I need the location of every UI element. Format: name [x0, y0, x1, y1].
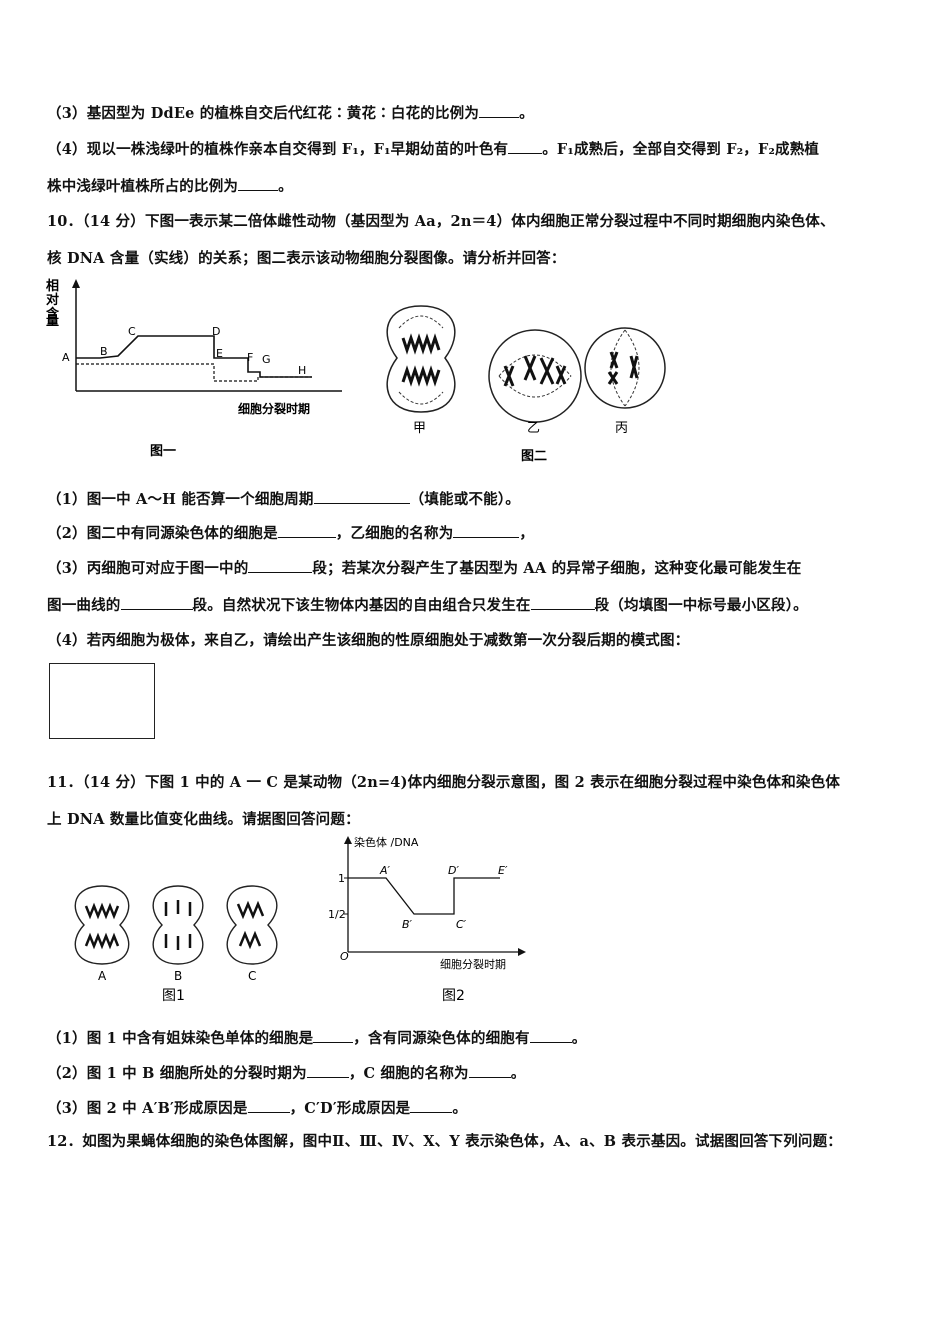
y-tick-1: 1	[338, 872, 345, 885]
q9-part4-cont: 株中浅绿叶植株所占的比例为。	[47, 177, 293, 195]
q9-part4: （4）现以一株浅绿叶的植株作亲本自交得到 F₁，F₁早期幼苗的叶色有。F₁成熟后…	[47, 140, 820, 158]
answer-blank[interactable]	[529, 1029, 572, 1043]
cell-label-yi: 乙	[527, 421, 540, 436]
cell-b	[152, 885, 204, 965]
y-axis-label: 染色体 /DNA	[354, 835, 419, 849]
answer-blank[interactable]	[277, 524, 336, 538]
answer-blank[interactable]	[468, 1064, 511, 1078]
point-label-c: C	[128, 325, 136, 338]
point-label-b: B	[100, 345, 108, 358]
answer-blank[interactable]	[238, 177, 279, 191]
figure-1-caption: 图1	[162, 988, 185, 1004]
figure1-caption: 图一	[150, 444, 176, 459]
x-axis-label: 细胞分裂时期	[238, 401, 310, 416]
q10-part1: （1）图一中 A～H 能否算一个细胞周期（填能或不能）。	[47, 490, 520, 508]
answer-blank[interactable]	[313, 490, 410, 504]
q10-figure1: 相 对 含 量 A B C D E F G H 细胞分裂时期 图一	[42, 275, 362, 465]
q9-part3: （3）基因型为 DdEe 的植株自交后代红花∶黄花∶白花的比例为。	[47, 104, 534, 122]
point-label-c: C′	[456, 918, 467, 931]
q11-part1: （1）图 1 中含有姐妹染色单体的细胞是，含有同源染色体的细胞有。	[47, 1029, 587, 1047]
drawing-answer-box[interactable]	[49, 663, 155, 739]
answer-blank[interactable]	[410, 1099, 453, 1113]
cell-c	[226, 885, 278, 965]
y-axis-label-2: 对	[46, 292, 59, 308]
x-axis-label: 细胞分裂时期	[440, 958, 506, 971]
q11-part2: （2）图 1 中 B 细胞所处的分裂时期为，C 细胞的名称为。	[47, 1064, 526, 1082]
point-label-d: D′	[448, 864, 459, 877]
q10-part2: （2）图二中有同源染色体的细胞是，乙细胞的名称为，	[47, 524, 535, 542]
cell-jia	[386, 305, 456, 413]
x-axis-arrow	[518, 948, 526, 956]
q12-stem: 12．如图为果蝇体细胞的染色体图解，图中Ⅱ、Ⅲ、Ⅳ、X、Y 表示染色体，A、a、…	[47, 1133, 843, 1150]
cell-label-jia: 甲	[413, 421, 426, 436]
point-label-b: B′	[402, 918, 413, 931]
cell-label-c: C	[248, 969, 256, 983]
q10-stem-line1: 10．（14 分）下图一表示某二倍体雌性动物（基因型为 Aa，2n＝4）体内细胞…	[47, 213, 835, 230]
point-label-f: F	[247, 351, 253, 364]
point-label-a: A′	[379, 864, 391, 877]
point-label-g: G	[262, 353, 271, 366]
answer-blank[interactable]	[453, 524, 520, 538]
q10-part3: （3）丙细胞可对应于图一中的段；若某次分裂产生了基因型为 AA 的异常子细胞，这…	[47, 559, 802, 577]
cell-label-a: A	[98, 969, 107, 983]
answer-blank[interactable]	[248, 559, 313, 573]
y-axis-arrow	[344, 836, 352, 844]
cell-a	[74, 885, 130, 965]
answer-blank[interactable]	[479, 104, 520, 118]
cell-label-bing: 丙	[615, 421, 628, 436]
q11-part3: （3）图 2 中 A′B′形成原因是，C′D′形成原因是。	[47, 1099, 468, 1117]
y-axis-arrow	[72, 279, 80, 288]
dna-curve	[76, 335, 312, 378]
figure-2-caption: 图2	[442, 988, 465, 1004]
q10-part3-cont: 图一曲线的段。自然状况下该生物体内基因的自由组合只发生在段（均填图一中标号最小区…	[47, 596, 808, 614]
q10-figure2: 甲 乙 丙 图二	[375, 300, 675, 465]
point-label-d: D	[212, 325, 220, 338]
answer-blank[interactable]	[313, 1029, 354, 1043]
q11-stem-line2: 上 DNA 数量比值变化曲线。请据图回答问题：	[47, 811, 360, 828]
q10-stem-line2: 核 DNA 含量（实线）的关系；图二表示该动物细胞分裂图像。请分析并回答：	[47, 250, 566, 267]
chromosome-curve	[76, 363, 312, 382]
y-axis-label-4: 量	[46, 314, 59, 329]
y-tick-half: 1/2	[328, 908, 346, 921]
figure2-caption: 图二	[521, 449, 547, 464]
cell-bing	[584, 327, 666, 409]
q11-figure2: 染色体 /DNA 1 1/2 O A′ B′ C′ D′ E′ 细胞分裂时期 图…	[322, 832, 532, 1007]
origin-label: O	[340, 950, 349, 963]
cell-label-b: B	[174, 969, 182, 983]
point-label-e: E	[216, 347, 223, 360]
q11-stem-line1: 11．（14 分）下图 1 中的 A 一 C 是某动物（2n=4)体内细胞分裂示…	[47, 774, 841, 791]
q10-part4: （4）若丙细胞为极体，来自乙，请绘出产生该细胞的性原细胞处于减数第一次分裂后期的…	[47, 632, 690, 649]
answer-blank[interactable]	[530, 596, 595, 610]
q11-figure1: A B C 图1	[62, 880, 302, 1005]
point-label-e: E′	[498, 864, 508, 877]
point-label-a: A	[62, 351, 70, 364]
cell-yi	[488, 329, 582, 423]
y-axis-label-1: 相	[46, 278, 59, 294]
point-label-h: H	[298, 364, 306, 377]
answer-blank[interactable]	[306, 1064, 349, 1078]
ratio-curve	[348, 877, 500, 915]
answer-blank[interactable]	[120, 596, 193, 610]
answer-blank[interactable]	[508, 140, 543, 154]
answer-blank[interactable]	[247, 1099, 290, 1113]
y-axis-label-3: 含	[45, 306, 60, 322]
